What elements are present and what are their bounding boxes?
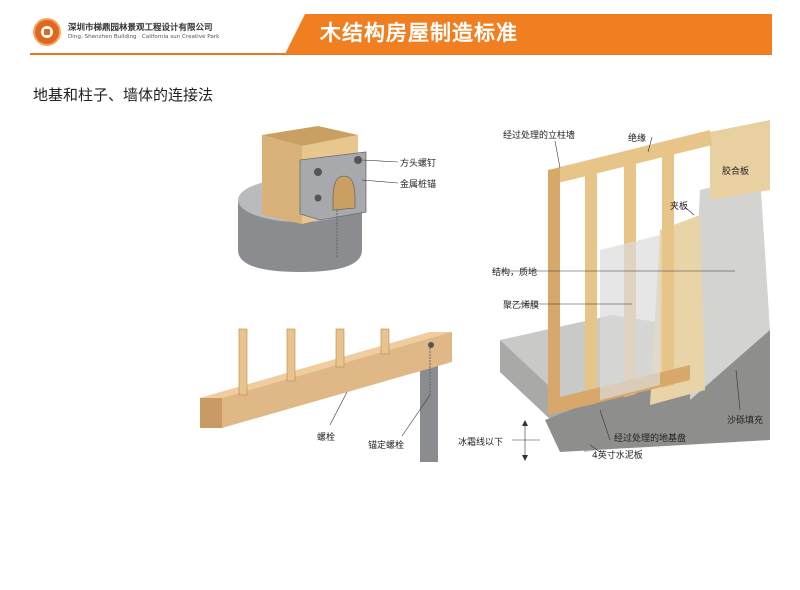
label-insulation: 绝缘 — [628, 134, 647, 144]
label-polyethylene: 聚乙烯膜 — [503, 301, 540, 311]
label-treated-sill: 经过处理的地基盘 — [614, 434, 687, 444]
wall-section-illustration — [493, 120, 770, 461]
title-banner — [285, 14, 772, 54]
label-gravel-fill: 沙砾填充 — [727, 416, 764, 426]
label-metal-anchor: 金属桩锚 — [400, 180, 437, 190]
post-anchor-illustration — [238, 126, 399, 272]
page-title: 木结构房屋制造标准 — [320, 21, 518, 45]
header-divider — [30, 53, 772, 55]
company-logo — [33, 18, 61, 46]
sill-plate-illustration — [200, 328, 452, 462]
label-frost-line: 冰霜线以下 — [458, 438, 504, 448]
label-anchor-bolt: 锚定螺栓 — [368, 441, 405, 451]
label-sheathing: 夹板 — [670, 202, 689, 212]
header: 深圳市梯鼎园林景观工程设计有限公司 Ding, Shenzhen Buildin… — [0, 0, 800, 62]
label-treated-stud-wall: 经过处理的立柱墙 — [503, 131, 576, 141]
label-structure: 结构，质地 — [492, 268, 538, 278]
label-lag-bolt: 方头螺钉 — [400, 159, 437, 169]
label-plywood: 胶合板 — [722, 167, 750, 177]
label-bolt: 螺栓 — [317, 433, 336, 443]
company-name-en: Ding, Shenzhen Building · California sun… — [68, 34, 220, 40]
label-concrete-slab: 4英寸水泥板 — [592, 451, 643, 461]
company-name: 深圳市梯鼎园林景观工程设计有限公司 — [68, 23, 213, 33]
section-subtitle: 地基和柱子、墙体的连接法 — [33, 86, 214, 104]
